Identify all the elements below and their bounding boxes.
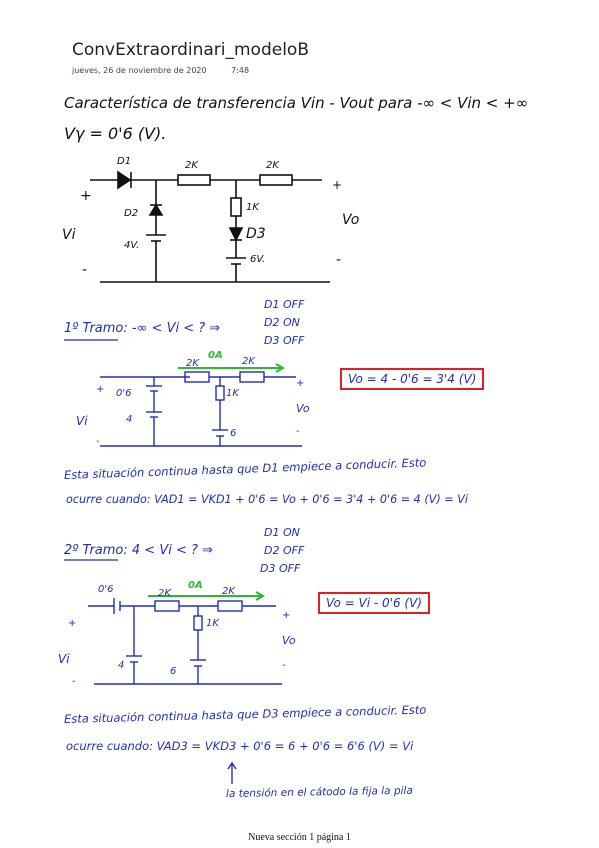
tramo2-state-d2: D2 OFF: [264, 544, 305, 557]
c2-r1k-label: 1K: [206, 618, 219, 629]
page-title: ConvExtraordinari_modeloB: [72, 40, 309, 60]
c1-vo-label: Vo: [296, 402, 310, 415]
c2-v6-label: 6: [170, 666, 177, 677]
main-bat6-label: 6V.: [250, 254, 266, 265]
page-date: jueves, 26 de noviembre de 2020: [72, 66, 207, 75]
tramo1-title: 1º Tramo: -∞ < Vi < ? ⇒: [64, 321, 221, 336]
tramo1-state-d3: D3 OFF: [264, 334, 305, 347]
main-vi-label: Vi: [62, 227, 76, 243]
c2-vo-label: Vo: [282, 634, 296, 647]
c2-r1-label: 2K: [158, 588, 171, 599]
page-footer: Nueva sección 1 página 1: [248, 832, 351, 843]
c1-v06-label: 0'6: [116, 388, 132, 399]
c1-vi-label: Vi: [76, 414, 88, 428]
c2-oa-label: 0A: [188, 580, 203, 591]
heading-vgamma: Vγ = 0'6 (V).: [64, 124, 167, 143]
c1-oa-label: 0A: [208, 350, 223, 361]
c2-minus-in: -: [72, 676, 76, 687]
c1-v6-label: 6: [230, 428, 237, 439]
tramo2-state-d3: D3 OFF: [260, 562, 301, 575]
c2-plus-in: +: [68, 618, 77, 629]
main-plus-out: +: [332, 178, 343, 192]
main-d2-label: D2: [124, 208, 139, 219]
c1-plus-in: +: [96, 384, 105, 395]
main-bat4-label: 4V.: [124, 240, 140, 251]
c1-minus-in: -: [96, 436, 100, 447]
main-r2-label: 2K: [266, 160, 279, 171]
main-minus-out: -: [336, 252, 342, 268]
circuit-tramo2: [88, 598, 282, 685]
tramo2-state-d1: D1 ON: [264, 526, 300, 539]
pointer-arrow: [227, 761, 237, 784]
c2-v4-label: 4: [118, 660, 125, 671]
c1-minus-out: -: [296, 426, 300, 437]
c2-r2-label: 2K: [222, 586, 235, 597]
c1-v4-label: 4: [126, 414, 133, 425]
current-arrow-2: [148, 591, 266, 601]
tramo1-state-d1: D1 OFF: [264, 298, 305, 311]
main-d1-label: D1: [117, 156, 132, 167]
result1-text: Vo = 4 - 0'6 = 3'4 (V): [348, 372, 477, 386]
current-arrow-1: [178, 363, 286, 373]
c2-vi-label: Vi: [58, 652, 70, 666]
tramo2-title: 2º Tramo: 4 < Vi < ? ⇒: [64, 543, 213, 558]
c2-v06-label: 0'6: [98, 584, 114, 595]
c1-r1-label: 2K: [186, 358, 199, 369]
page-meta: jueves, 26 de noviembre de 2020 7:48: [72, 66, 249, 75]
page-time: 7:48: [231, 66, 250, 75]
main-vo-label: Vo: [342, 212, 360, 228]
main-plus-in: +: [80, 188, 92, 204]
c2-plus-out: +: [282, 610, 291, 621]
heading-transfer: Característica de transferencia Vin - Vo…: [64, 94, 529, 112]
tramo1-state-d2: D2 ON: [264, 316, 300, 329]
cond2-line2: ocurre cuando: VAD3 = VKD3 + 0'6 = 6 + 0…: [66, 739, 414, 753]
main-circuit: [90, 170, 330, 283]
result1-box: Vo = 4 - 0'6 = 3'4 (V): [340, 368, 485, 390]
c1-r2-label: 2K: [242, 356, 255, 367]
main-d3-label: D3: [246, 226, 266, 242]
c1-plus-out: +: [296, 378, 305, 389]
circuit-tramo1: [100, 371, 302, 447]
result2-text: Vo = Vi - 0'6 (V): [326, 596, 422, 610]
cond1-line2: ocurre cuando: VAD1 = VKD1 + 0'6 = Vo + …: [66, 493, 468, 506]
c1-r1k-label: 1K: [226, 388, 239, 399]
result2-box: Vo = Vi - 0'6 (V): [318, 592, 430, 614]
main-r3-label: 1K: [246, 202, 259, 213]
c2-minus-out: -: [282, 660, 286, 671]
main-r1-label: 2K: [185, 160, 198, 171]
main-minus-in: -: [82, 262, 88, 278]
